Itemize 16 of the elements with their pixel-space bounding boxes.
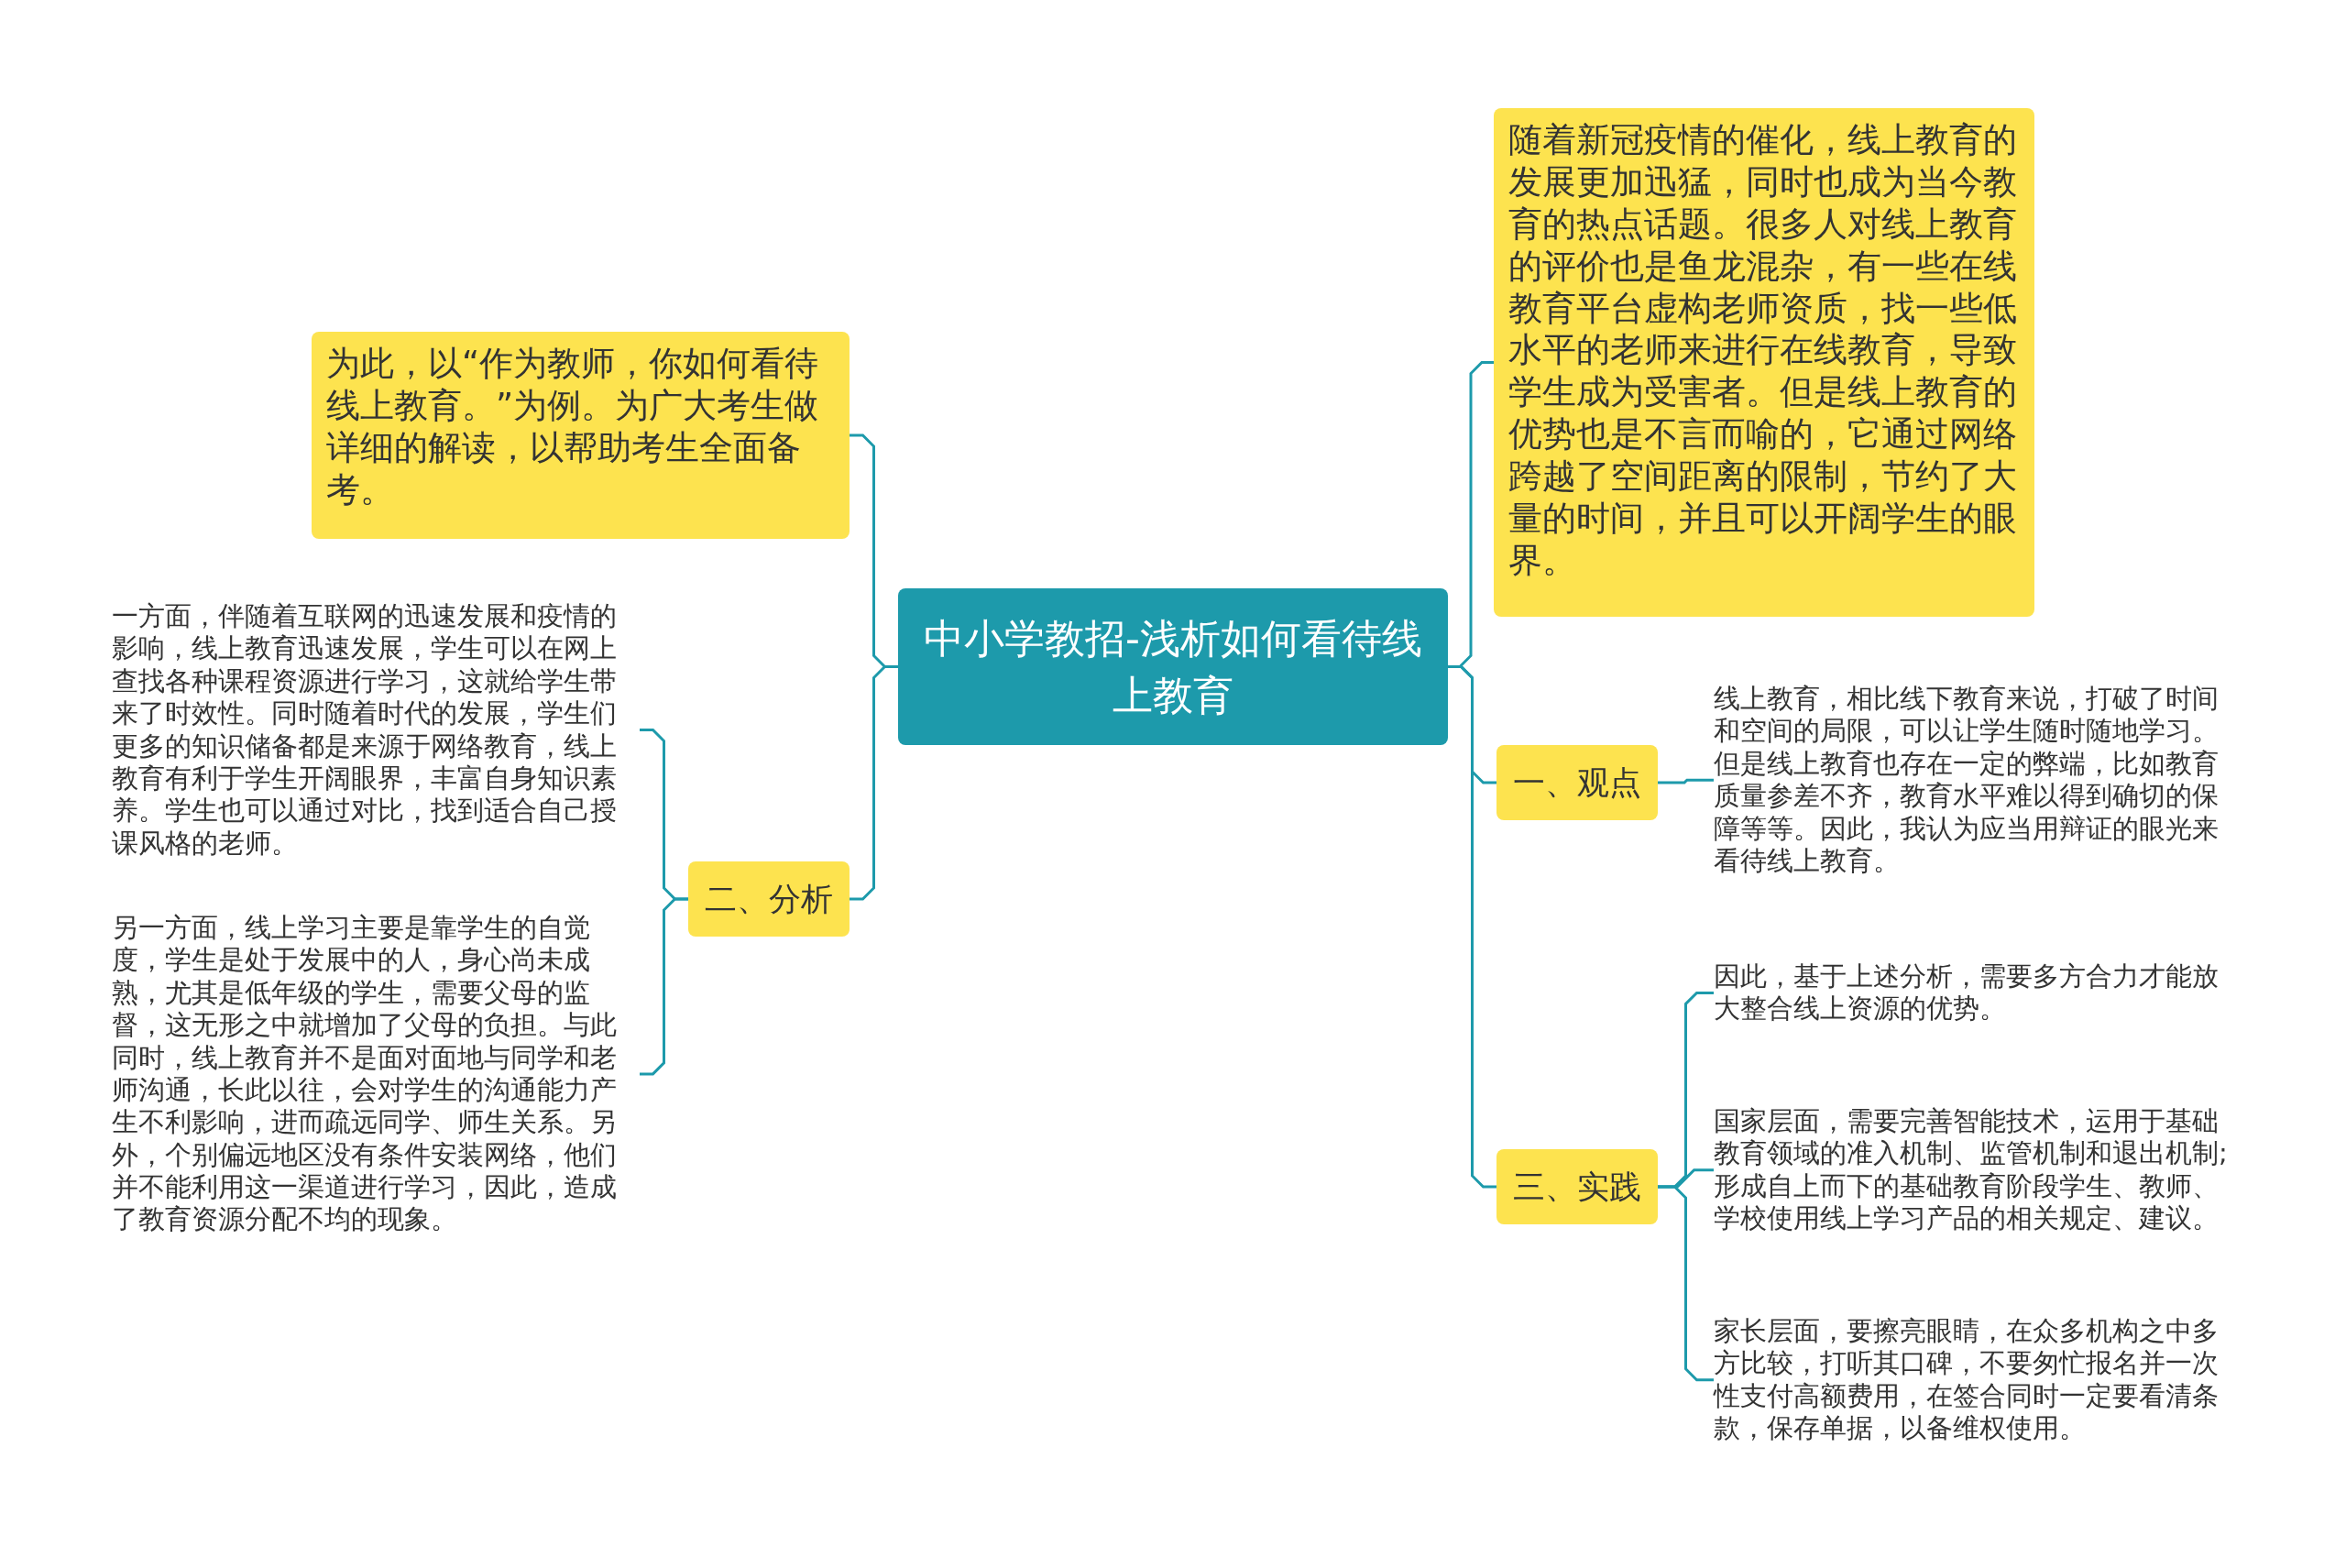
paragraph: 一方面，伴随着互联网的迅速发展和疫情的影响，线上教育迅速发展，学生可以在网上查找各种课程资源进行学习，这就给学生带来了时效性。同时随着时代的发展，学生们更多的知识储备都是来源于网络教育，线上教育有利于学生开阔眼界，丰富自身知识素养。学生也可以通过对比，找到适合自己授课风格的老师。 [112,600,640,860]
paragraph: 线上教育，相比线下教育来说，打破了时间和空间的局限，可以让学生随时随地学习。但是线上教育也存在一定的弊端，比如教育质量参差不齐，教育水平难以得到确切的保障等等。因此，我认为应当用辩证的眼光来看待线上教育。 [1714,683,2241,878]
paragraph: 另一方面，线上学习主要是靠学生的自觉度，学生是处于发展中的人，身心尚未成熟，尤其是低年级的学生，需要父母的监督，这无形之中就增加了父母的负担。与此同时，线上教育并不是面对面地与同学和老师沟通，长此以往，会对学生的沟通能力产生不利影响，进而疏远同学、师生关系。另外，个别偏远地区没有条件安装网络，他们并不能利用这一渠道进行学习，因此，造成了教育资源分配不均的现象。 [112,912,640,1236]
paragraph: 因此，基于上述分析，需要多方合力才能放大整合线上资源的优势。 [1714,960,2241,1025]
paragraph: 家长层面，要擦亮眼睛，在众多机构之中多方比较，打听其口碑，不要匆忙报名并一次性支付高额费用，在签合同时一定要看清条款，保存单据，以备维权使用。 [1714,1315,2241,1445]
branch-box: 一、观点 [1496,745,1658,820]
note-box: 随着新冠疫情的催化，线上教育的发展更加迅猛，同时也成为当今教育的热点话题。很多人对线上教育的评价也是鱼龙混杂，有一些在线教育平台虚构老师资质，找一些低水平的老师来进行在线教育，导致学生成为受害者。但是线上教育的优势也是不言而喻的，它通过网络跨越了空间距离的限制，节约了大量的时间，并且可以开阔学生的眼界。 [1494,108,2034,617]
connector-line [850,665,898,901]
note-box: 为此，以“作为教师，你如何看待线上教育。”为例。为广大考生做详细的解读，以帮助考生全面备考。 [312,332,850,539]
connector-line [1658,778,1714,784]
paragraph: 国家层面，需要完善智能技术，运用于基础教育领域的准入机制、监管机制和退出机制;形成自上而下的基础教育阶段学生、教师、学校使用线上学习产品的相关规定、建议。 [1714,1105,2241,1235]
connector-line [640,897,688,1076]
connector-line [1658,1185,1714,1382]
central-topic-box: 中小学教招-浅析如何看待线上教育 [898,588,1448,745]
branch-box: 三、实践 [1496,1149,1658,1224]
branch-box: 二、分析 [688,861,850,937]
